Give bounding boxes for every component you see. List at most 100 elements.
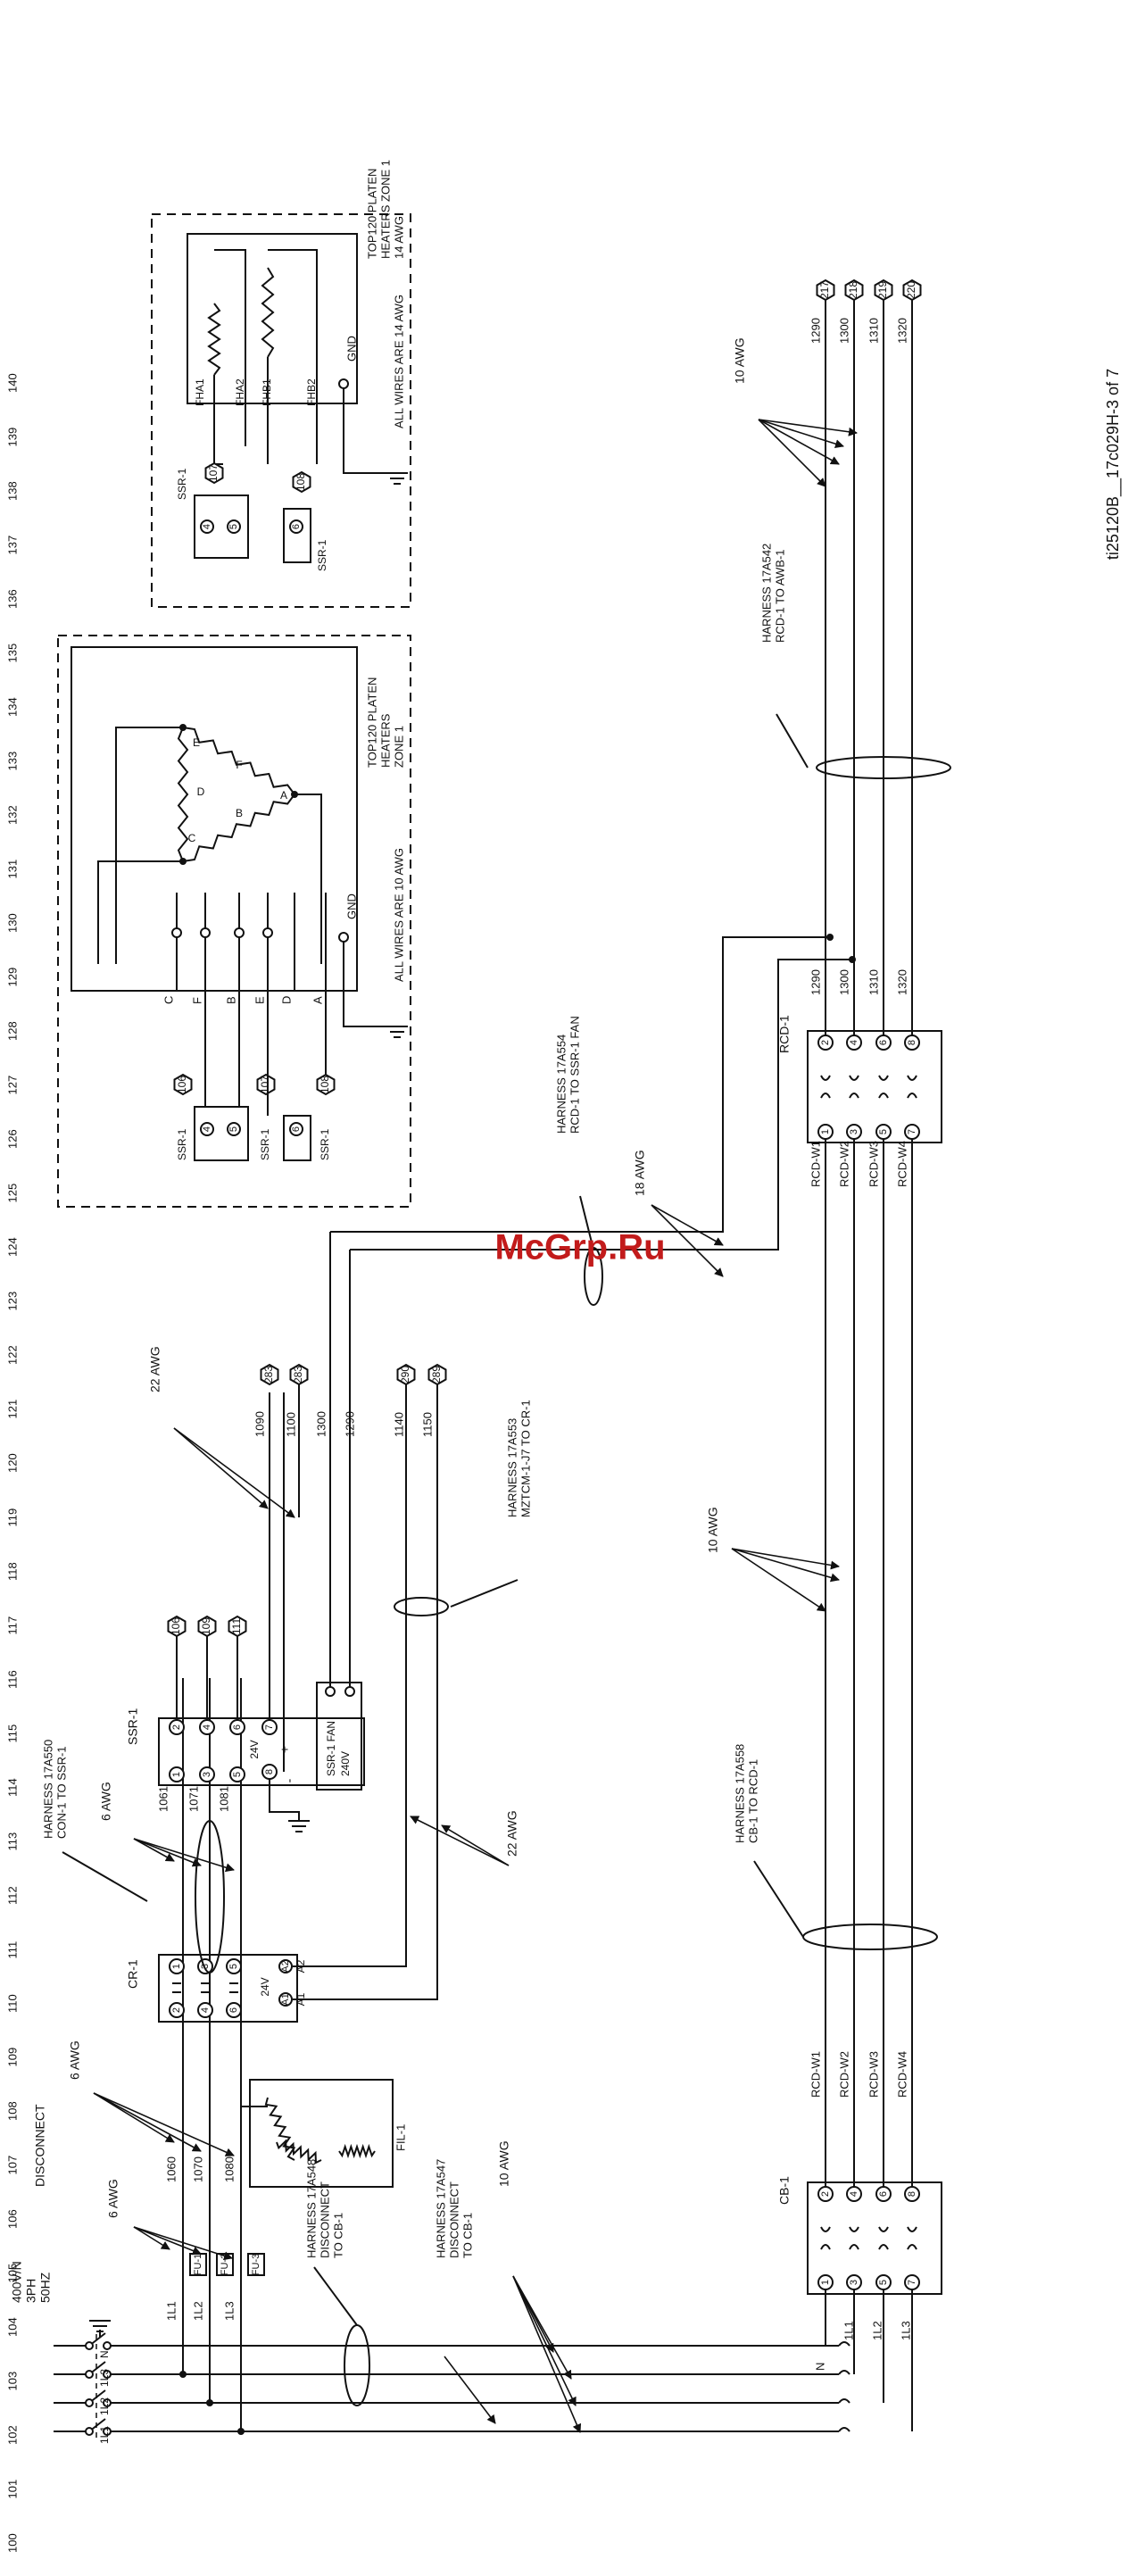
heater-lead-letter: C: [162, 996, 175, 1004]
rcd-label: RCD-1: [777, 1015, 792, 1053]
gnd-terminal: [338, 378, 349, 389]
rcd-arc: [878, 1075, 889, 1099]
row-number: 136: [5, 589, 19, 609]
harness-label-554: RCD-1 TO SSR-1 FAN: [568, 1016, 581, 1134]
fuse-3: [247, 2253, 265, 2276]
harness-label-547: HARNESS 17A547: [434, 2159, 447, 2258]
contactor-terminal-bottom: [226, 2002, 242, 2018]
rcd-terminal-in-text: 7: [907, 1129, 917, 1134]
cb-terminal-out-text: 8: [907, 2191, 917, 2197]
disconnect-terminal: [103, 2341, 112, 2350]
ssr-control-voltage: 24V: [248, 1740, 261, 1758]
disconnect-terminal-label: 1L3: [98, 2369, 111, 2387]
ssr-output-hex-text: 109: [200, 1617, 212, 1635]
heater-connector: [262, 927, 273, 938]
awg-pointer: [173, 1427, 295, 1518]
zone1-terminal: [200, 1122, 214, 1136]
harness-label-548: TO CB-1: [331, 2213, 344, 2258]
row-number: 127: [5, 1076, 19, 1095]
fuse-name: FU-3: [251, 2254, 261, 2275]
zone2-wire: FHA1: [194, 378, 206, 406]
harness-pointer: [444, 2356, 496, 2424]
row-number: 102: [5, 2425, 19, 2445]
heater-lead-letter: A: [311, 996, 324, 1004]
heater-zone2-element-b: [261, 267, 275, 358]
breaker-arc: [878, 2226, 889, 2250]
row-number: 108: [5, 2101, 19, 2121]
zone1-ssr-label: SSR-1: [176, 1128, 188, 1160]
ctrl-wire-hex-text: 283: [292, 1366, 304, 1384]
ssr-input-terminal: [229, 1766, 245, 1782]
awg-pointer: [133, 2226, 170, 2250]
bus-label-n: N: [813, 2363, 826, 2371]
cb-terminal-in-text: 3: [849, 2280, 859, 2285]
zone2-hex-text: 108: [295, 473, 307, 491]
document-id: ti25120B__17c029H-3 of 7: [1104, 369, 1123, 560]
harness-label-542: RCD-1 TO AWB-1: [773, 549, 786, 643]
delta-letter: E: [193, 736, 200, 749]
zone2-title: HEATERS ZONE 1: [378, 160, 392, 259]
output-wire-hex: [816, 278, 835, 302]
contactor-terminal-top-text: 5: [228, 1964, 239, 1969]
row-number: 105: [5, 2264, 19, 2283]
zone2-hex-text: 107: [207, 464, 220, 482]
harness-leader: [579, 1195, 594, 1251]
disconnect-terminal-label: 1L1: [98, 2426, 111, 2444]
ssr-output-terminal-text: 6: [232, 1724, 243, 1730]
ssr-control-terminal-text: 7: [264, 1724, 275, 1730]
awg-label-6: 6 AWG: [99, 1782, 113, 1821]
awg-pointer: [758, 419, 858, 436]
watermark: McGrp.Ru: [494, 1228, 665, 1267]
zone1-ssr-label: SSR-1: [259, 1128, 271, 1160]
wire-crossover: [838, 2398, 850, 2404]
row-number: 129: [5, 968, 19, 987]
rcd-terminal-out-text: 2: [820, 1040, 831, 1045]
row-number: 130: [5, 913, 19, 933]
zone1-hex: [173, 1073, 193, 1096]
filter-inductor: [276, 2139, 322, 2165]
awg-pointer: [731, 1548, 840, 1570]
rcd-input-wire: RCD-W3: [867, 1141, 880, 1187]
ssr-output-hex-text: 106: [170, 1617, 182, 1635]
bus-label-1l2: 1L2: [870, 2321, 884, 2340]
cb-terminal-out-text: 2: [820, 2191, 831, 2197]
heater-connector: [200, 927, 211, 938]
disconnect-terminal: [85, 2398, 94, 2407]
harness-bundle-553: [394, 1597, 449, 1616]
ctrl-wire-hex-text: 283: [262, 1366, 275, 1384]
cb-terminal-out-text: 6: [878, 2191, 889, 2197]
awg-label-22: 22 AWG: [148, 1346, 162, 1392]
ssr-ground-wire: [269, 1779, 300, 1821]
awg-pointer: [651, 1204, 724, 1246]
contactor-terminal-bottom-text: 2: [171, 2007, 182, 2013]
bus-label-1l3: 1L3: [899, 2321, 912, 2340]
coil-terminal-a2: [278, 1959, 293, 1974]
harness-leader: [313, 2266, 358, 2326]
phase-label: 1L3: [222, 2301, 236, 2321]
awg-pointer: [731, 1548, 826, 1612]
awg-label-10: 10 AWG: [497, 2140, 511, 2187]
awg-pointer: [133, 2226, 202, 2256]
rcd-output-wire: 1320: [895, 969, 909, 995]
ssr-fan: [316, 1682, 362, 1791]
row-number: 140: [5, 373, 19, 393]
ctrl-wire-number: 1300: [314, 1411, 328, 1437]
zone1-ssr-block: [283, 1115, 311, 1161]
supply-freq: 50HZ: [38, 2272, 53, 2303]
zone2-note: ALL WIRES ARE 14 AWG: [392, 295, 405, 428]
row-number: 138: [5, 481, 19, 501]
heater-connector: [234, 927, 245, 938]
ssr-label: SSR-1: [126, 1708, 140, 1745]
awg-pointer: [731, 1548, 840, 1583]
filter-fil-1: [249, 2079, 394, 2188]
awg-label-6: 6 AWG: [68, 2040, 82, 2080]
wire-crossover: [838, 2427, 850, 2432]
row-number: 116: [5, 1670, 19, 1689]
zone1-hex: [316, 1073, 336, 1096]
zone1-hex-text: 108: [319, 1076, 331, 1093]
rcd-output-wire: 1290: [809, 969, 822, 995]
harness-label-554: HARNESS 17A554: [554, 1035, 568, 1134]
rcd-terminal-out-text: 6: [878, 1040, 889, 1045]
zone1-ssr-block: [194, 1106, 249, 1161]
